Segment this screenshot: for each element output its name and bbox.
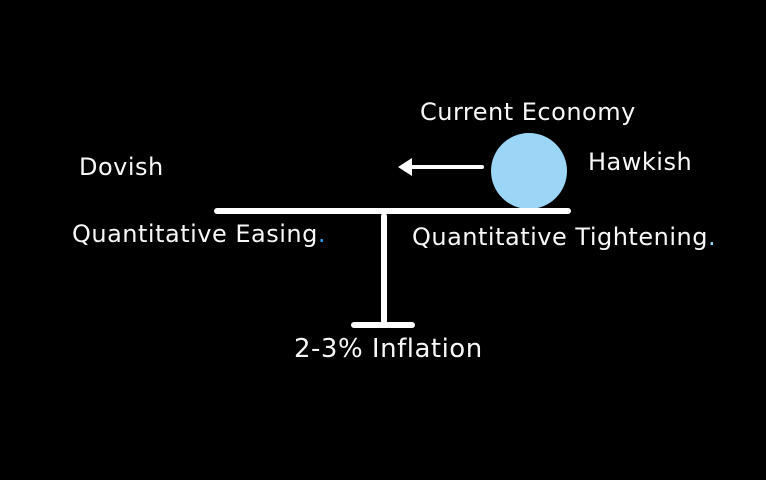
- hawkish-label: Hawkish: [588, 148, 693, 176]
- current-economy-label: Current Economy: [420, 98, 636, 126]
- fulcrum-post: [381, 213, 387, 327]
- arrow-shaft: [408, 165, 484, 169]
- quantitative-tightening-text: Quantitative Tightening: [412, 223, 708, 251]
- quantitative-easing-label: Quantitative Easing.: [72, 220, 326, 248]
- economy-ball: [491, 133, 567, 209]
- left-arrow-icon: [398, 158, 486, 176]
- arrowhead-icon: [398, 158, 412, 176]
- quantitative-easing-period: .: [317, 220, 327, 248]
- quantitative-tightening-label: Quantitative Tightening.: [412, 223, 716, 251]
- inflation-target-label: 2-3% Inflation: [294, 334, 483, 364]
- quantitative-easing-text: Quantitative Easing: [72, 220, 318, 248]
- dovish-label: Dovish: [79, 153, 164, 181]
- balance-beam: [214, 208, 571, 214]
- quantitative-tightening-period: .: [707, 223, 717, 251]
- fulcrum-base: [351, 322, 415, 328]
